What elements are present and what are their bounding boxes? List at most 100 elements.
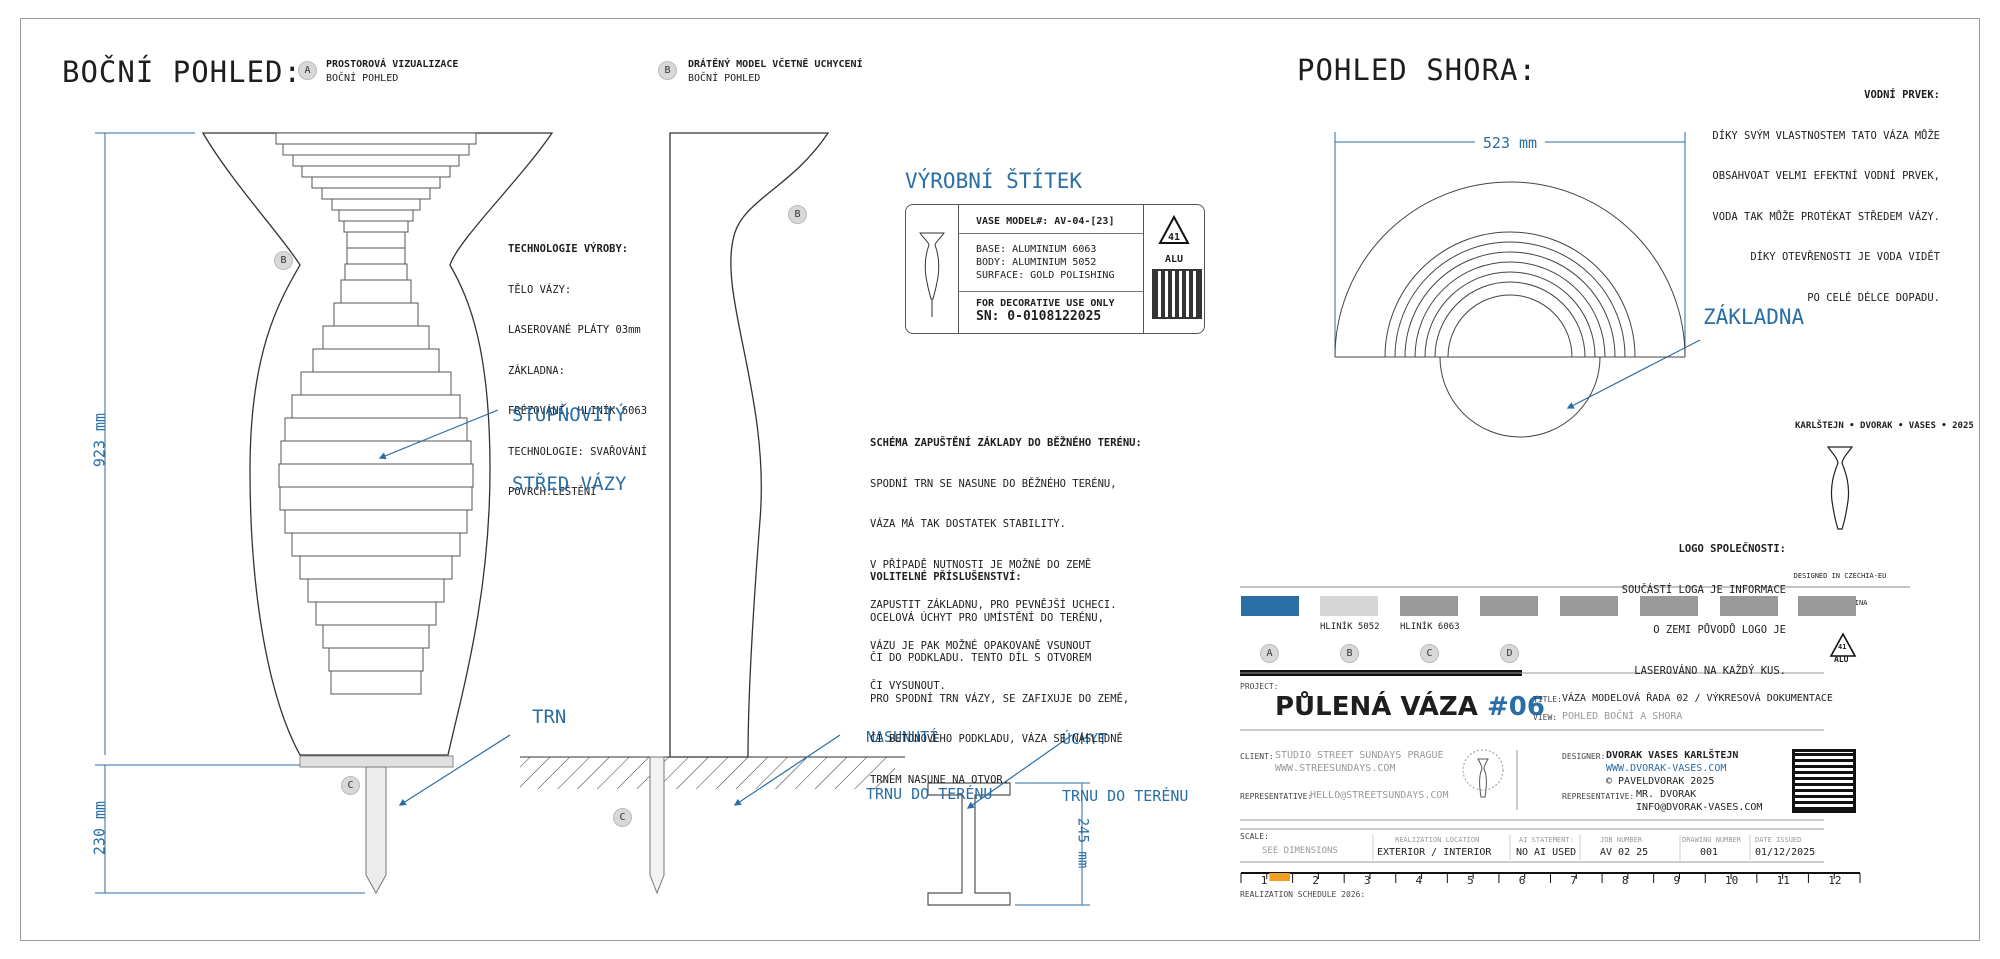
project-number: #06 <box>1486 692 1545 722</box>
badge-b: B <box>658 61 677 80</box>
badge-a: A <box>298 61 317 80</box>
top-view-arcs <box>1334 181 1686 358</box>
plate-body: BODY: ALUMINIUM 5052 <box>976 257 1097 268</box>
plate-base: BASE: ALUMINIUM 6063 <box>976 244 1097 255</box>
vase-a-outline <box>201 132 554 756</box>
plate-divider <box>958 291 1143 292</box>
schema-line: VÁZU JE PAK MOŽNÉ OPAKOVANĚ VSUNOUT <box>870 639 1092 652</box>
tech-line: FRÉZOVÁNÍ, HLINÍK 6063 <box>508 405 648 417</box>
annotation-spike: TRN <box>532 706 567 728</box>
logo-ring-text: KARLŠTEJN • DVORAK • VASES • 2025 <box>1795 421 1974 431</box>
alu-recycle-icon <box>1829 632 1857 657</box>
vase-slice <box>315 601 437 626</box>
vase-slice <box>284 417 468 442</box>
plate-surface: SURFACE: GOLD POLISHING <box>976 270 1115 281</box>
plate-qr-code <box>1152 269 1202 319</box>
annotation-line: TRNU DO TERÉNU <box>1062 787 1189 805</box>
client-logo-icon <box>1462 749 1504 798</box>
vase-a-spike <box>365 766 387 895</box>
material-swatch <box>1560 596 1618 616</box>
top-view-arc <box>1424 271 1596 358</box>
accessory-line: PRO SPODNÍ TRN VÁZY, SE ZAFIXUJE DO ZEMĚ… <box>870 692 1130 705</box>
tech-line: TECHNOLOGIE: SVAŘOVÁNÍ <box>508 445 648 458</box>
vase-slice <box>278 463 474 488</box>
project-name: PŮLENÁ VÁZA #06 <box>1275 692 1545 722</box>
annotation-slid-spike: NASUNUTÍ TRNU DO TERÉNU <box>866 690 992 823</box>
marker-c-vase-a: C <box>341 776 360 795</box>
marker-b-vase-a: B <box>274 251 293 270</box>
representative2-mail[interactable]: INFO@DVORAK-VASES.COM <box>1636 802 1763 813</box>
representative-value[interactable]: HELLO@STREETSUNDAYS.COM <box>1310 790 1449 801</box>
client-value: STUDIO STREET SUNDAYS PRAGUE <box>1275 750 1444 761</box>
vase-slice <box>321 187 431 200</box>
vase-slice <box>346 247 406 265</box>
vase-slice <box>284 509 468 534</box>
material-label: HLINÍK 6063 <box>1400 622 1460 632</box>
schema-line: ZAPUSTIT ZÁKLADNU, PRO PEVNĚJŠÍ UCHECI. <box>870 599 1117 611</box>
production-plate: VASE MODEL#: AV-04-[23] BASE: ALUMINIUM … <box>905 204 1205 334</box>
vase-slice <box>344 263 408 281</box>
water-title: VODNÍ PRVEK: <box>1864 89 1940 101</box>
annotation-base: ZÁKLADNA <box>1703 305 1805 329</box>
designer-label: DESIGNER: <box>1562 752 1606 761</box>
water-line: OBSAHVOAT VELMI EFEKTNÍ VODNÍ PRVEK, <box>1712 170 1940 182</box>
material-letter: A <box>1260 644 1279 663</box>
ai-value: NO AI USED <box>1516 847 1577 858</box>
material-letter: D <box>1500 644 1519 663</box>
schedule-month: 5 <box>1467 874 1474 887</box>
vase-slice <box>322 624 430 649</box>
top-view-arc <box>1447 294 1573 358</box>
vase-b-spike <box>649 756 665 895</box>
dimension-mount: 245 mm <box>1074 817 1091 869</box>
accessory-line: ČI DO PODKLADU. TENTO DÍL S OTVOREM <box>870 652 1092 664</box>
accessory-title: VOLITELNÉ PŘÍSLUŠENSTVÍ: <box>870 571 1022 583</box>
project-label: PROJECT: <box>1240 682 1279 691</box>
material-swatch <box>1400 596 1458 616</box>
annotation-line: TRNU DO TERÉNU <box>866 785 993 803</box>
schedule-month: 8 <box>1621 874 1629 887</box>
schedule-ruler <box>1240 872 1861 883</box>
tech-line: POVRCH:LEŠTĚNÍ <box>508 486 597 498</box>
designer-url[interactable]: WWW.DVORAK-VASES.COM <box>1606 763 1727 774</box>
vase-a-slices <box>275 132 477 695</box>
alu-text: ALU <box>1834 655 1849 664</box>
plate-divider <box>958 233 1143 234</box>
marker-b-vase-b: B <box>788 205 807 224</box>
representative2-value: MR. DVORAK <box>1636 789 1697 800</box>
schedule-month: 6 <box>1518 874 1526 887</box>
schedule-month: 1 <box>1260 874 1268 887</box>
material-swatch <box>1640 596 1698 616</box>
drawing-label: DRAWING NUMBER <box>1682 836 1742 844</box>
annotation-stepped-center: STUPŇOVITÝ STŘED VÁZY <box>512 358 626 519</box>
water-line: DÍKY SVÝM VLASTNOSTEM TATO VÁZA MŮŽE <box>1712 129 1940 142</box>
tech-line: ZÁKLADNA: <box>508 364 565 377</box>
material-swatch <box>1798 596 1856 616</box>
tech-line: LASEROVANÉ PLÁTY 03mm <box>508 324 641 336</box>
dimension-height: 923 mm <box>90 412 109 468</box>
vase-slice <box>275 132 477 145</box>
material-swatch <box>1480 596 1538 616</box>
accessory-line: TRNEM NASUNE NA OTVOR. <box>870 773 1010 786</box>
vase-a-base-plate <box>299 755 454 768</box>
marker-c-vase-b: C <box>613 808 632 827</box>
title-label: TITLE: <box>1533 695 1562 704</box>
client-url[interactable]: WWW.STREESUNDAYS.COM <box>1275 763 1396 774</box>
schema-line: V PŘÍPADĚ NUTNOSTI JE MOŽNÉ DO ZEMĚ <box>870 558 1092 571</box>
project-title: PŮLENÁ VÁZA <box>1275 692 1478 722</box>
qr-code <box>1792 749 1856 813</box>
representative2-label: REPRESENTATIVE: <box>1562 792 1635 801</box>
representative-label: REPRESENTATIVE: <box>1240 792 1313 801</box>
i-beam-mount <box>927 782 1011 906</box>
vase-slice <box>333 302 419 327</box>
dimension-spike: 230 mm <box>90 800 109 856</box>
job-label: JOB NUMBER <box>1600 836 1643 844</box>
vase-slice <box>299 555 453 580</box>
drawing-value: 001 <box>1700 847 1719 858</box>
logo-line: SOUČÁSTÍ LOGA JE INFORMACE <box>1621 583 1786 596</box>
vase-slice <box>282 143 470 156</box>
view-b-subtitle: BOČNÍ POHLED <box>688 73 761 84</box>
material-letter: B <box>1340 644 1359 663</box>
job-value: AV 02 25 <box>1600 847 1649 858</box>
material-swatch <box>1320 596 1378 616</box>
